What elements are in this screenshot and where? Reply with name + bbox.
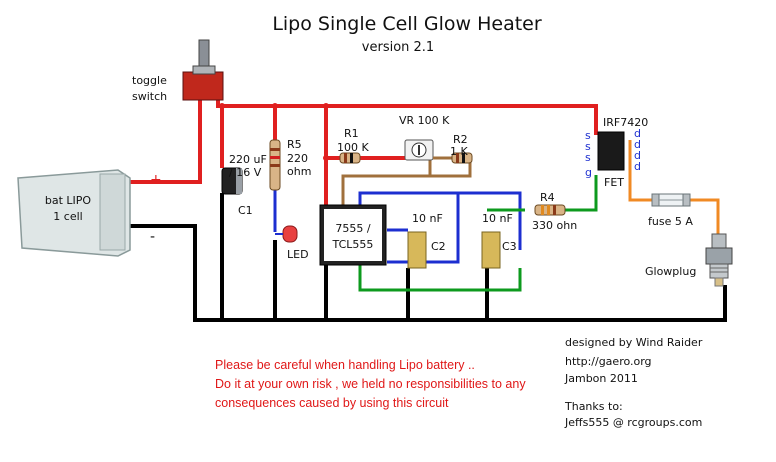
fet-pin-d3: d: [634, 149, 641, 162]
resistor-r1: R1 100 K: [337, 127, 369, 164]
r2-name: R2: [453, 133, 468, 146]
led: LED: [275, 225, 309, 261]
glowplug-terminal: [711, 233, 727, 249]
battery-positive-wire: [130, 100, 202, 184]
fuse-to-glowplug-wire: [690, 198, 720, 238]
c1-value-1: 220 uF: [229, 153, 267, 166]
c2-name: C2: [431, 240, 446, 253]
r5-name: R5: [287, 138, 302, 151]
positive-rail-wire: [216, 100, 598, 135]
fet-name: FET: [604, 176, 624, 189]
resistor-r4: R4 330 ohn: [532, 191, 577, 232]
junction-dots: [219, 103, 329, 161]
capacitor-c2: 10 nF C2: [407, 212, 446, 269]
switch-nut: [192, 65, 216, 75]
fet-pin-d4: d: [634, 160, 641, 173]
ic-label-1: 7555 /: [335, 222, 370, 235]
switch-label-2: switch: [132, 90, 167, 103]
capacitor-c3: 10 nF C3: [481, 212, 517, 269]
warning-line-1: Please be careful when handling Lipo bat…: [215, 358, 475, 372]
battery-plus-sign: +: [150, 172, 162, 188]
led-name: LED: [287, 248, 309, 261]
diagram-title: Lipo Single Cell Glow Heater: [272, 13, 542, 35]
ground-main-wire: [130, 224, 727, 322]
ic-output-wire: [358, 262, 522, 292]
credit-url: http://gaero.org: [565, 355, 652, 368]
glowplug: Glowplug: [645, 233, 733, 287]
fet-pin-d2: d: [634, 138, 641, 151]
r4-value: 330 ohn: [532, 219, 577, 232]
warning-line-3: consequences caused by using this circui…: [215, 396, 449, 410]
resistor-r5: R5 220 ohm: [269, 138, 311, 191]
fuse: fuse 5 A: [648, 193, 693, 228]
lipo-battery: bat LIPO 1 cell + -: [17, 169, 162, 257]
battery-minus-sign: -: [150, 229, 155, 245]
c1-name: C1: [238, 204, 253, 217]
glowplug-hex: [705, 247, 733, 265]
glowplug-thread: [709, 263, 729, 279]
vr-label: VR 100 K: [399, 114, 450, 127]
battery-label: bat LIPO: [45, 194, 92, 207]
r5-value-2: ohm: [287, 165, 311, 178]
r2-value: 1 K: [450, 145, 468, 158]
credit-designer: designed by Wind Raider: [565, 336, 703, 349]
ground-wires: [130, 193, 727, 322]
fet-pin-s2: s: [585, 140, 591, 153]
switch-body: [182, 71, 224, 101]
positive-wires: [130, 100, 598, 205]
resistor-r2: R2 1 K: [433, 133, 473, 164]
warning-line-2: Do it at your own risk , we held no resp…: [215, 377, 526, 391]
fet-pin-d1: d: [634, 127, 641, 140]
drain-wires: [628, 140, 720, 238]
glowplug-tip: [714, 277, 724, 287]
battery-connector: [99, 173, 126, 251]
diagram-version: version 2.1: [362, 40, 434, 55]
output-wires: [358, 175, 598, 292]
fet-part-number: IRF7420: [603, 116, 648, 129]
r5-value-1: 220: [287, 152, 308, 165]
c3-body: [481, 231, 501, 269]
ic-label-2: TCL555: [332, 238, 374, 251]
c2-body: [407, 231, 427, 269]
trigger-wires: [273, 190, 522, 264]
capacitor-c1: 220 uF / 16 V C1: [221, 153, 267, 217]
fet-body: [597, 131, 625, 171]
warning-note: Please be careful when handling Lipo bat…: [215, 358, 526, 410]
c3-name: C3: [502, 240, 517, 253]
c3-value: 10 nF: [482, 212, 513, 225]
timer-ic-555: 7555 / TCL555: [319, 204, 387, 266]
toggle-switch: toggle switch: [132, 39, 224, 103]
fet-pin-s1: s: [585, 129, 591, 142]
ic-face: [324, 209, 382, 261]
r1-name: R1: [344, 127, 359, 140]
credit-thanks-name: Jeffs555 @ rcgroups.com: [564, 416, 702, 429]
c3-blue-wire: [458, 191, 522, 250]
variable-resistor-vr: VR 100 K: [399, 114, 450, 161]
timing-wires: [341, 160, 472, 205]
r4-to-gate-wire: [565, 175, 598, 212]
c1-value-2: / 16 V: [229, 166, 262, 179]
led-body: [282, 225, 298, 243]
drain-to-fuse-wire: [628, 140, 652, 202]
battery-cells: 1 cell: [53, 210, 82, 223]
credit-thanks-label: Thanks to:: [564, 400, 623, 413]
r4-name: R4: [540, 191, 555, 204]
glowplug-label: Glowplug: [645, 265, 696, 278]
c2-value: 10 nF: [412, 212, 443, 225]
fet-pin-g: g: [585, 166, 592, 179]
credit-date: Jambon 2011: [564, 372, 638, 385]
mosfet-fet: IRF7420 FET s s s g d d d d: [585, 116, 648, 189]
credits: designed by Wind Raider http://gaero.org…: [564, 336, 703, 429]
fuse-label: fuse 5 A: [648, 215, 693, 228]
fet-pins: s s s g d d d d: [585, 127, 641, 179]
switch-label-1: toggle: [132, 74, 167, 87]
c1-stripe: [236, 168, 242, 194]
fet-pin-s3: s: [585, 151, 591, 164]
r2-discharge-wire: [341, 160, 472, 205]
r1-value: 100 K: [337, 141, 369, 154]
